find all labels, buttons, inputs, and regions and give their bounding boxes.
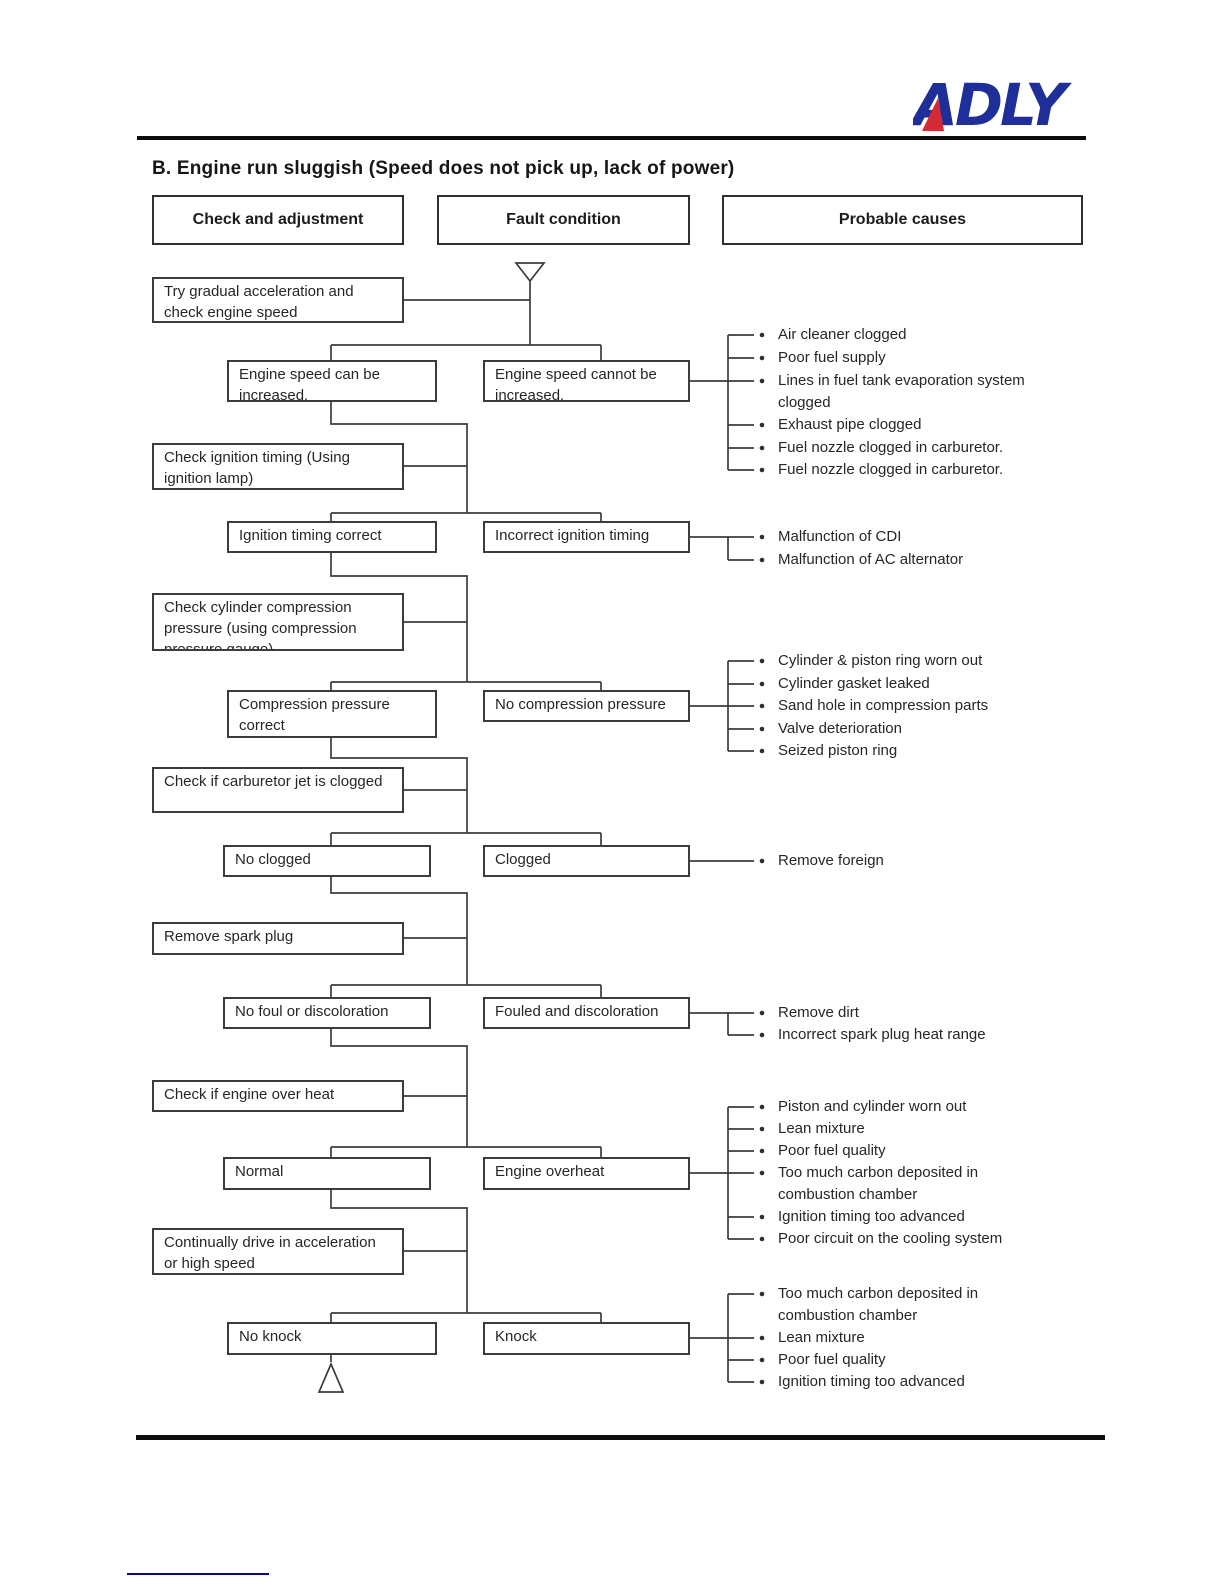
flow-connector-section-1 (330, 281, 602, 360)
cause-item: Cylinder gasket leaked (778, 675, 930, 692)
flow-connector-section-5 (330, 877, 602, 997)
flow-connector-section-3 (330, 553, 602, 690)
cause-lines-group-5 (690, 1012, 754, 1036)
flow-connector-section-7 (330, 1190, 602, 1322)
cause-item: Malfunction of CDI (778, 528, 902, 545)
column-header-probable-causes: Probable causes (722, 195, 1083, 245)
column-header-fault-condition: Fault condition (437, 195, 690, 245)
fault-box-1: Engine speed cannot be increased. (483, 360, 690, 402)
cause-lines-group-2 (690, 536, 754, 561)
cause-lines-group-7 (690, 1293, 754, 1383)
cause-item: Fuel nozzle clogged in carburetor. (778, 461, 1004, 478)
cause-item: Lean mixture (778, 1329, 865, 1346)
fault-box-5: Fouled and discoloration (483, 997, 690, 1029)
cause-lines-group-3 (690, 660, 754, 752)
page-connector-in-icon (514, 262, 546, 283)
cause-item: Sand hole in compression parts (778, 697, 989, 714)
result-box-7-ok: No knock (227, 1322, 437, 1355)
result-box-4-ok: No clogged (223, 845, 431, 877)
cause-item: Remove dirt (778, 1004, 859, 1021)
result-box-6-ok: Normal (223, 1157, 431, 1190)
cause-item: Air cleaner clogged (778, 326, 907, 343)
flow-connector-section-6 (330, 1029, 602, 1157)
cause-bullet-dots (759, 332, 765, 1385)
cause-item: Poor fuel supply (778, 349, 886, 366)
check-box-3: Check cylinder compression pressure (usi… (152, 593, 404, 651)
column-header-check-and-adjustment: Check and adjustment (152, 195, 404, 245)
result-box-5-ok: No foul or discoloration (223, 997, 431, 1029)
fault-box-6: Engine overheat (483, 1157, 690, 1190)
cause-item: Poor fuel quality (778, 1142, 886, 1159)
cause-item: Piston and cylinder worn out (778, 1098, 967, 1115)
result-box-2-ok: Ignition timing correct (227, 521, 437, 553)
fault-box-3: No compression pressure (483, 690, 690, 722)
cause-item: Incorrect spark plug heat range (778, 1026, 986, 1043)
cause-item: Malfunction of AC alternator (778, 551, 964, 568)
check-box-6: Check if engine over heat (152, 1080, 404, 1112)
fault-box-4: Clogged (483, 845, 690, 877)
check-box-7: Continually drive in acceleration or hig… (152, 1228, 404, 1275)
header-rule (137, 136, 1086, 140)
check-box-5: Remove spark plug (152, 922, 404, 955)
cause-item: Cylinder & piston ring worn out (778, 652, 983, 669)
cause-item: Lean mixture (778, 1120, 865, 1137)
flow-connector-section-2 (330, 402, 602, 521)
check-box-4: Check if carburetor jet is clogged (152, 767, 404, 813)
page-connector-out-icon (317, 1361, 345, 1393)
adly-logo: ADLY (909, 70, 1085, 139)
page-title: B. Engine run sluggish (Speed does not p… (152, 158, 735, 179)
cause-item: Seized piston ring (778, 742, 898, 759)
cause-item: Valve deterioration (778, 720, 902, 737)
logo-red-triangle-icon (922, 98, 944, 131)
cause-item: Ignition timing too advanced (778, 1208, 965, 1225)
cause-item: Poor fuel quality (778, 1351, 886, 1368)
result-box-1-ok: Engine speed can be increased. (227, 360, 437, 402)
check-box-1: Try gradual acceleration and check engin… (152, 277, 404, 323)
cause-item: Lines in fuel tank evaporation system cl… (778, 372, 1025, 411)
cause-item: Too much carbon deposited in combustion … (778, 1164, 979, 1203)
fault-box-7: Knock (483, 1322, 690, 1355)
cause-item: Too much carbon deposited in combustion … (778, 1285, 979, 1324)
fault-box-2: Incorrect ignition timing (483, 521, 690, 553)
cause-item: Poor circuit on the cooling system (778, 1230, 1003, 1247)
cause-item: Fuel nozzle clogged in carburetor. (778, 439, 1004, 456)
cause-lines-group-1 (690, 334, 754, 471)
result-box-3-ok: Compression pressure correct (227, 690, 437, 738)
cause-lines-group-6 (690, 1106, 754, 1240)
cause-item: Ignition timing too advanced (778, 1373, 965, 1390)
flow-connector-section-4 (330, 738, 602, 845)
footer-navy-line (127, 1573, 269, 1575)
cause-item: Exhaust pipe clogged (778, 416, 922, 433)
check-box-2: Check ignition timing (Using ignition la… (152, 443, 404, 490)
cause-item: Remove foreign (778, 852, 884, 869)
footer-rule (136, 1435, 1105, 1440)
